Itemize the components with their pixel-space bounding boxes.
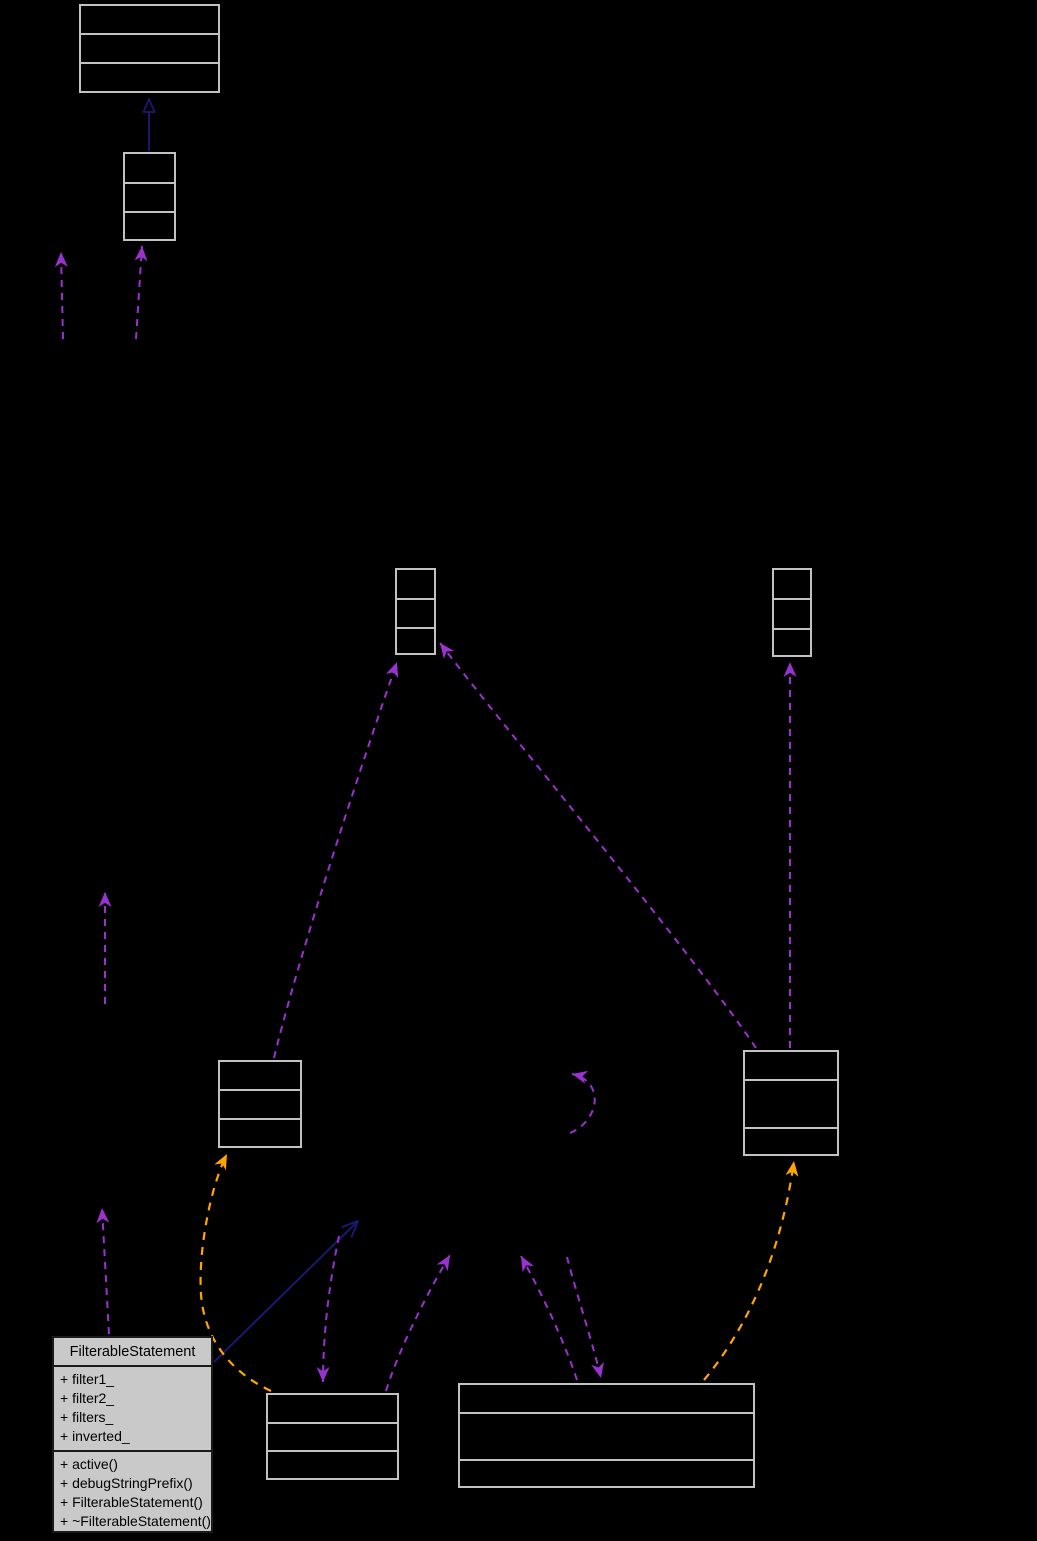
usage-edge-self-loop: [569, 1070, 596, 1134]
usage-edge-bottom-center-node-up: [385, 1254, 451, 1392]
compartment: [220, 1089, 300, 1118]
compartment: [460, 1459, 753, 1486]
class-title: FilterableStatement: [54, 1338, 211, 1367]
template-edge-bottom-center-to-left-center-node: [199, 1153, 272, 1392]
usage-edge-bottom-wide-node-up: [520, 1255, 578, 1381]
compartment: [397, 627, 434, 653]
attribute-filters: + filters_: [60, 1409, 114, 1425]
compartment: [220, 1118, 300, 1146]
usage-edge-down-to-bottom-wide-node: [566, 1256, 604, 1379]
attribute-filter1: + filter1_: [60, 1371, 115, 1387]
class-node-left-center[interactable]: [218, 1060, 302, 1148]
class-node-small-upper[interactable]: [123, 152, 176, 241]
method-constructor: + FilterableStatement(): [60, 1494, 203, 1510]
class-node-bottom-center[interactable]: [266, 1393, 399, 1480]
class-node-right-center[interactable]: [743, 1050, 839, 1156]
usage-edge-upper-left-2: [134, 245, 148, 340]
method-active: + active(): [60, 1456, 118, 1472]
compartment: [460, 1385, 753, 1412]
class-node-top-left[interactable]: [79, 4, 220, 93]
compartment: [397, 570, 434, 598]
usage-edge-upper-left-1: [54, 251, 68, 340]
compartment: [268, 1395, 397, 1422]
compartment: [81, 6, 218, 33]
filterable-statement-node: FilterableStatement + filter1_ + filter2…: [52, 1336, 213, 1533]
compartment: [397, 598, 434, 627]
class-node-middle-top[interactable]: [395, 568, 436, 655]
attribute-filter2: + filter2_: [60, 1390, 115, 1406]
compartment: [220, 1062, 300, 1089]
compartment: [745, 1052, 837, 1079]
compartment: [81, 33, 218, 62]
compartment: [774, 628, 810, 655]
compartment: [125, 154, 174, 182]
usage-edge-right-center-to-middle-top-node: [439, 642, 757, 1049]
compartment: [268, 1422, 397, 1450]
compartment: [125, 182, 174, 211]
usage-edge-down-to-bottom-center-node: [316, 1235, 340, 1383]
compartment: [125, 211, 174, 239]
usage-edge-from-filterable-statement-top: [96, 1207, 110, 1335]
compartment: [745, 1127, 837, 1154]
class-node-right-top[interactable]: [772, 568, 812, 657]
attribute-inverted: + inverted_: [60, 1428, 130, 1444]
compartment: [81, 62, 218, 91]
compartment: [460, 1412, 753, 1459]
class-attributes: + filter1_ + filter2_ + filters_ + inver…: [54, 1367, 211, 1452]
class-node-bottom-wide[interactable]: [458, 1383, 755, 1488]
compartment: [268, 1450, 397, 1478]
method-debug-string-prefix: + debugStringPrefix(): [60, 1475, 193, 1491]
method-destructor: + ~FilterableStatement(): [60, 1513, 211, 1529]
usage-edge-left-center-to-middle-top-node: [273, 661, 399, 1059]
compartment: [774, 570, 810, 598]
compartment: [774, 598, 810, 628]
inheritance-edge-from-filterable-statement: [213, 1221, 358, 1363]
template-edge-bottom-wide-to-right-center-node: [703, 1160, 799, 1381]
compartment: [745, 1079, 837, 1127]
class-methods: + active() + debugStringPrefix() + Filte…: [54, 1452, 211, 1531]
